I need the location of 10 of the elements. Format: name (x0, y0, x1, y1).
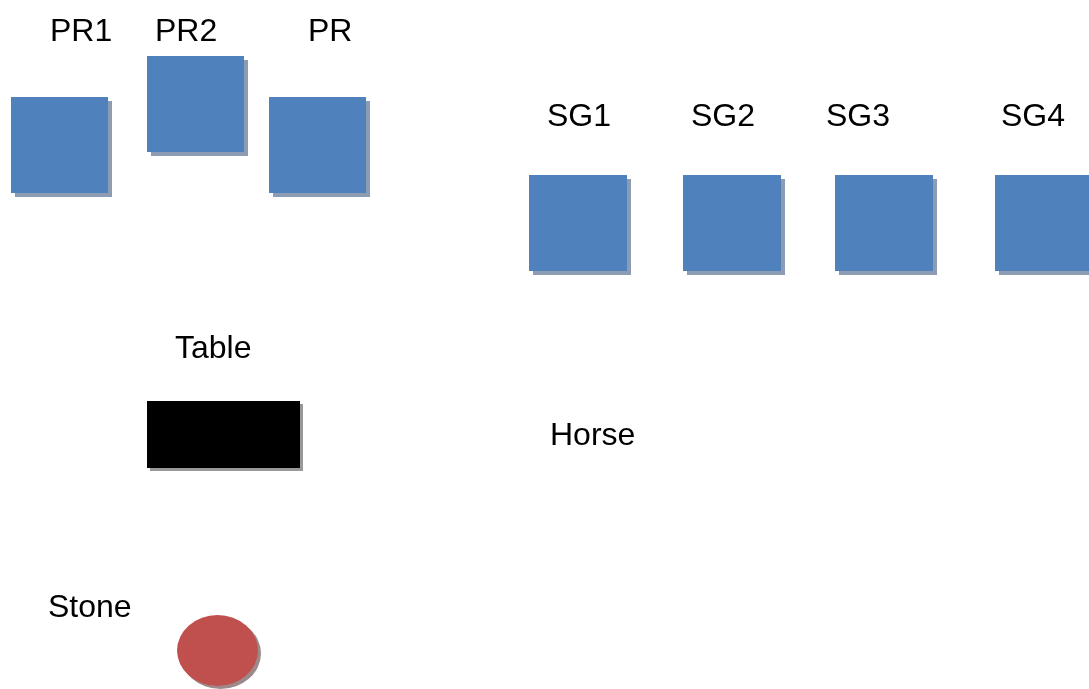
item-label: Table (175, 329, 252, 365)
item-label: SG3 (826, 97, 891, 133)
item-label: PR1 (50, 12, 113, 48)
item-label: PR (308, 12, 353, 48)
item-label: PR2 (155, 12, 218, 48)
item-label: Stone (48, 588, 132, 624)
item-label: SG2 (691, 97, 756, 133)
text-label: Horse (550, 416, 636, 452)
item-label: SG4 (1001, 97, 1066, 133)
item-label: SG1 (547, 97, 612, 133)
